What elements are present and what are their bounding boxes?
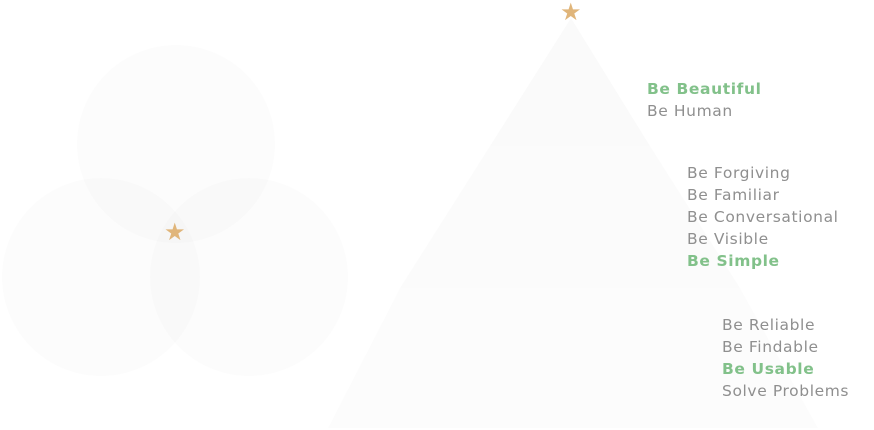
principle-item: Be Beautiful (647, 80, 762, 98)
principle-item: Be Human (647, 102, 733, 120)
pyramid-tier-middle-ghost-label (534, 210, 594, 226)
principle-item: Be Findable (722, 338, 819, 356)
principles-list-bottom: Be Reliable Be Findable Be Usable Solve … (722, 314, 849, 402)
principle-item: Be Simple (687, 252, 780, 270)
principle-item: Be Visible (687, 230, 769, 248)
principle-item: Solve Problems (722, 382, 850, 400)
pyramid-tier-top (490, 18, 650, 146)
principle-item: Be Familiar (687, 186, 780, 204)
venn-star-icon: ★ (164, 218, 186, 246)
principles-list-top: Be Beautiful Be Human (647, 78, 762, 122)
principle-item: Be Forgiving (687, 164, 791, 182)
principle-item: Be Conversational (687, 208, 839, 226)
pyramid-star-icon: ★ (560, 0, 582, 26)
principles-list-middle: Be Forgiving Be Familiar Be Conversation… (687, 162, 839, 272)
principle-item: Be Usable (722, 360, 815, 378)
pyramid-tier-top-ghost-label (524, 98, 616, 114)
principle-item: Be Reliable (722, 316, 816, 334)
